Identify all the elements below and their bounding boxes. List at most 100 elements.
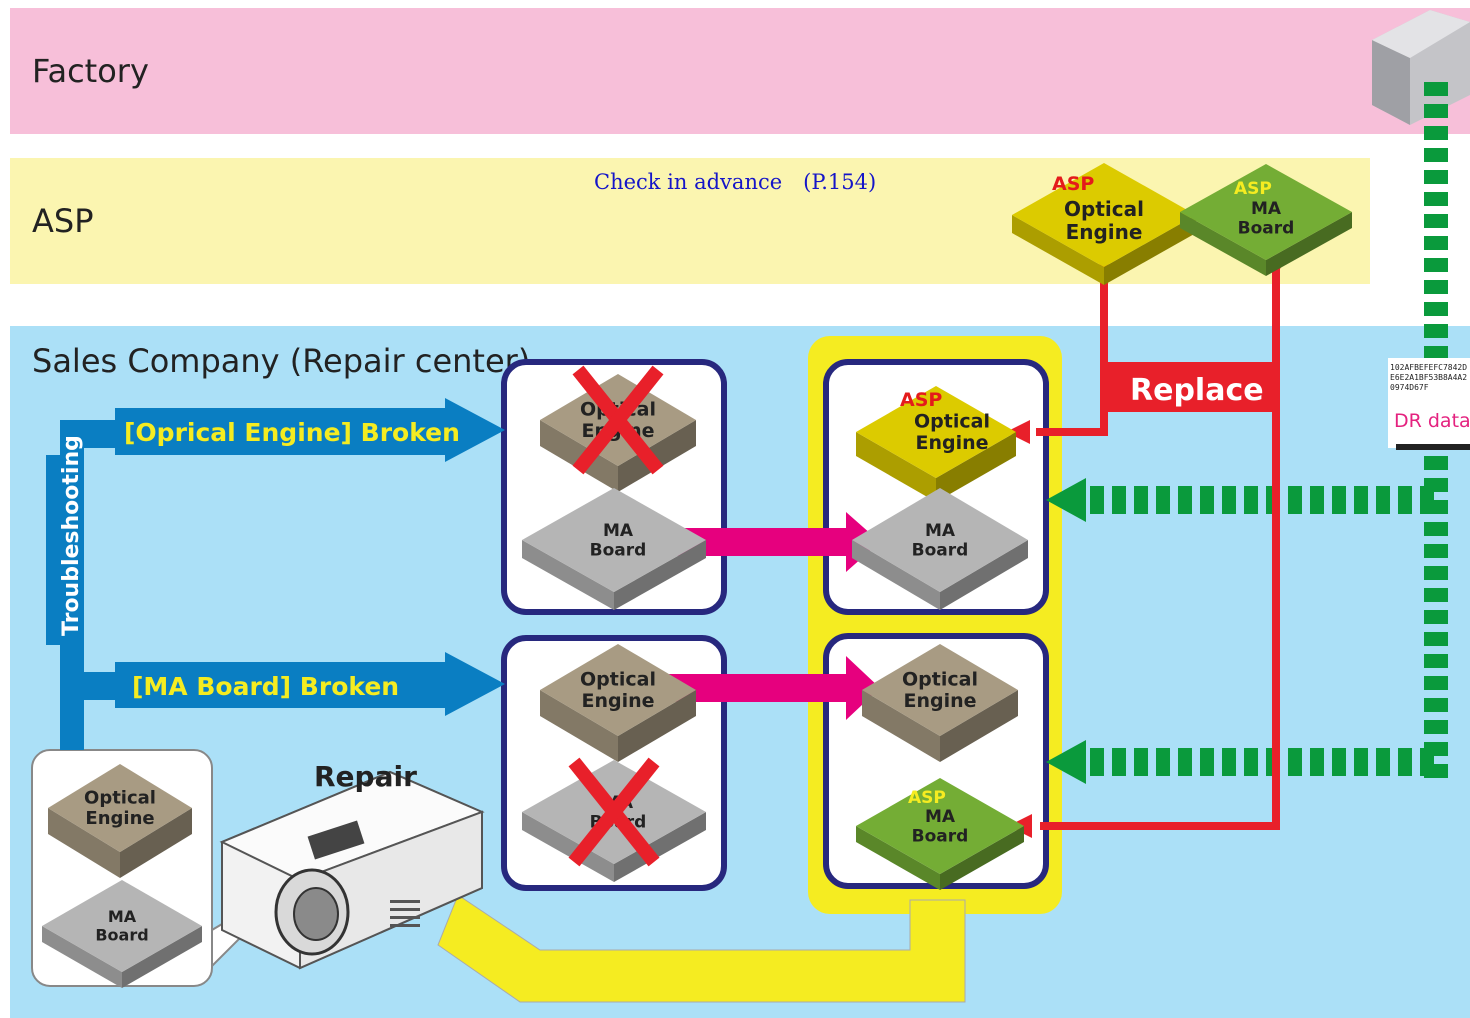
- check-in-advance-note: Check in advance (P.154): [594, 170, 876, 194]
- dr-dash: [1424, 588, 1448, 602]
- dr-dash: [1310, 486, 1324, 514]
- ma-board-label: Board: [912, 826, 969, 846]
- asp-tag: ASP: [1052, 173, 1094, 195]
- ma-board-label: Board: [590, 540, 647, 560]
- asp-label: ASP: [32, 202, 94, 240]
- factory-label: Factory: [32, 52, 149, 90]
- dr-dash: [1424, 104, 1448, 118]
- optical-engine-label: Optical: [84, 788, 156, 809]
- replace-lines: [1036, 266, 1280, 830]
- dr-dash: [1090, 748, 1104, 776]
- dr-dash: [1222, 748, 1236, 776]
- dr-dash: [1424, 720, 1448, 734]
- dr-dash: [1424, 148, 1448, 162]
- dr-dash: [1288, 748, 1302, 776]
- dr-dash: [1424, 610, 1448, 624]
- dr-dash: [1200, 486, 1214, 514]
- dr-dash: [1424, 236, 1448, 250]
- dr-dash: [1424, 676, 1448, 690]
- asp-tag: ASP: [900, 389, 942, 411]
- optical-engine-label: Engine: [1066, 220, 1143, 244]
- sales-label: Sales Company (Repair center): [32, 342, 530, 380]
- dr-dash: [1424, 324, 1448, 338]
- dr-hex-line-2: E6E2A1BF53B8A4A2: [1390, 373, 1467, 382]
- asp-tag: ASP: [908, 788, 946, 808]
- parts-layer: OpticalEngineASPMABoardASPOpticalEngineM…: [42, 163, 1352, 988]
- ma-board-label: MA: [925, 807, 956, 827]
- replace-arrowhead-top: [1006, 420, 1030, 444]
- repair-label: Repair: [314, 760, 417, 793]
- dr-hex-line-3: 0974D67F: [1390, 383, 1429, 392]
- dr-dash: [1424, 258, 1448, 272]
- dr-dash: [1354, 486, 1368, 514]
- optical-engine-label: Optical: [902, 668, 978, 690]
- optical-broken-label: [Oprical Engine] Broken: [124, 418, 460, 447]
- dr-dash: [1178, 486, 1192, 514]
- dr-dash: [1332, 486, 1346, 514]
- dr-dash: [1090, 486, 1104, 514]
- transfer-arrows: [668, 512, 880, 720]
- troubleshooting-arrows: [46, 398, 505, 750]
- dr-data-label: DR data: [1394, 410, 1470, 432]
- dr-dash: [1288, 486, 1302, 514]
- optical-engine-label: Optical: [914, 410, 990, 432]
- factory-band: [10, 8, 1470, 134]
- dr-dash: [1156, 486, 1170, 514]
- optical-engine-label: Optical: [580, 668, 656, 690]
- dr-dash: [1398, 486, 1412, 514]
- replace-badge: [1108, 362, 1278, 412]
- dr-dash: [1420, 748, 1434, 776]
- dr-dash: [1424, 566, 1448, 580]
- dr-dash: [1112, 486, 1126, 514]
- dr-dash: [1424, 522, 1448, 536]
- ma-board-label: Board: [95, 925, 148, 944]
- optical-engine-label: Optical: [1064, 197, 1144, 221]
- dr-dash: [1156, 748, 1170, 776]
- dr-dash: [1244, 486, 1258, 514]
- dr-dash: [1376, 748, 1390, 776]
- dr-dash: [1424, 632, 1448, 646]
- ma-board-label: MA: [603, 521, 634, 541]
- dr-dash: [1424, 302, 1448, 316]
- projector-icon: [219, 770, 485, 970]
- ma-board-label: MA: [1251, 199, 1282, 219]
- optical-engine-label: Engine: [581, 690, 654, 712]
- ma-broken-label: [MA Board] Broken: [132, 672, 399, 701]
- dr-dash: [1222, 486, 1236, 514]
- dr-dash: [1332, 748, 1346, 776]
- return-to-projector-arrow: [437, 894, 966, 1003]
- replace-label: Replace: [1130, 373, 1264, 408]
- optical-engine-label: Engine: [915, 432, 988, 454]
- ma-board-label: MA: [925, 521, 956, 541]
- dr-dash: [1398, 748, 1412, 776]
- dr-dash: [1424, 82, 1448, 96]
- dr-dash: [1424, 214, 1448, 228]
- dr-data-lines: [1046, 82, 1448, 784]
- dr-hex-line-1: 102AFBEFEFC7842D: [1390, 363, 1467, 372]
- dr-dash: [1424, 456, 1448, 470]
- server-icon: [1372, 10, 1470, 125]
- ma-board-label: Board: [912, 540, 969, 560]
- ma-board-label: MA: [108, 907, 137, 926]
- dr-dash: [1424, 192, 1448, 206]
- dr-dash: [1424, 170, 1448, 184]
- dr-dash: [1424, 126, 1448, 140]
- cross-mark-icon: [572, 365, 664, 475]
- optical-engine-label: Engine: [85, 808, 154, 829]
- dr-dash: [1134, 486, 1148, 514]
- dr-dash: [1134, 748, 1148, 776]
- dr-dash: [1424, 654, 1448, 668]
- dr-dash: [1178, 748, 1192, 776]
- dr-dash: [1424, 698, 1448, 712]
